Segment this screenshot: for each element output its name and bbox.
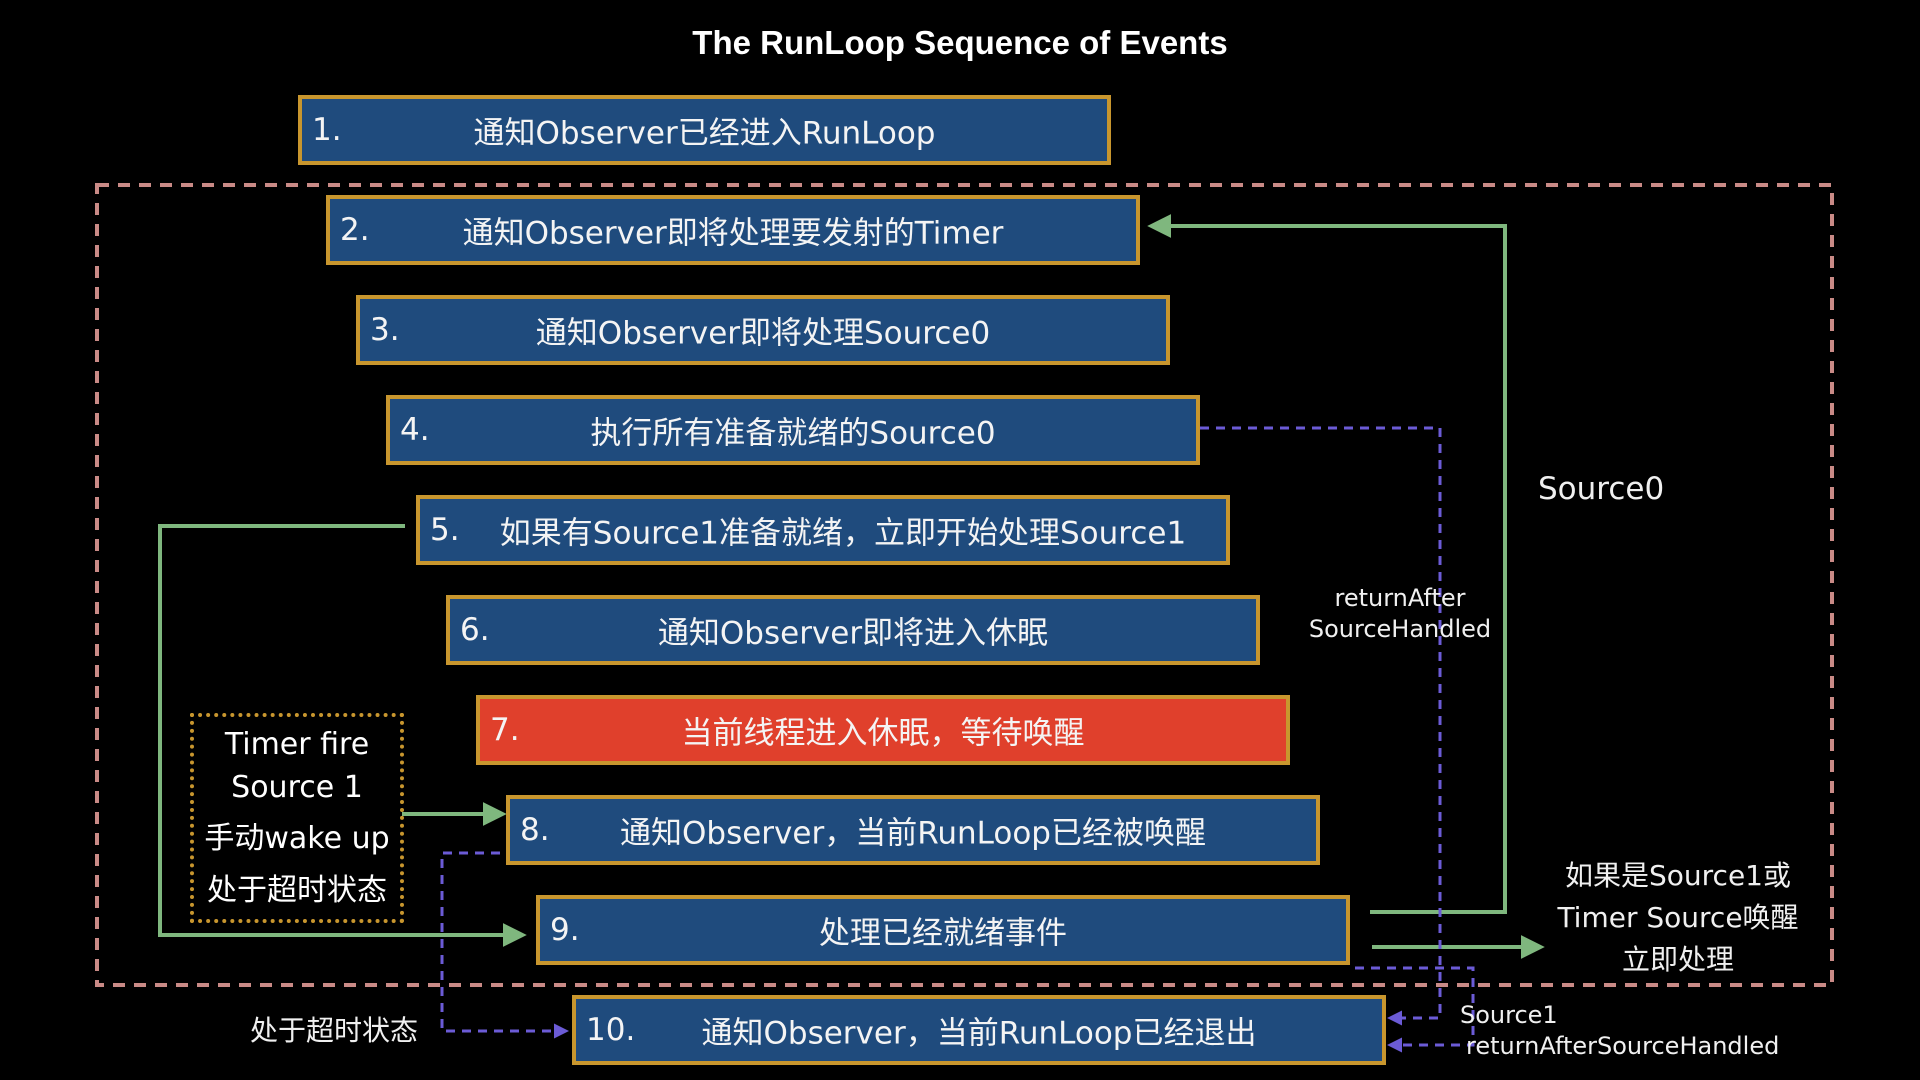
trigger-manual: 手动wake up <box>204 821 390 856</box>
timeout-exit-path <box>440 851 569 1039</box>
step-number: 1. <box>312 112 342 148</box>
step-number: 2. <box>340 212 370 248</box>
step-4: 4. 执行所有准备就绪的Source0 <box>386 395 1200 465</box>
step-number: 6. <box>460 612 490 648</box>
source0-exit-path <box>1200 426 1442 1026</box>
trigger-timer: Timer fire <box>224 727 370 762</box>
step-text: 如果有Source1准备就绪，立即开始处理Source1 <box>499 515 1187 552</box>
step-number: 10. <box>586 1012 636 1048</box>
return-after-label: returnAfter SourceHandled <box>1300 583 1500 644</box>
step-7: 7. 当前线程进入休眠，等待唤醒 <box>476 695 1290 765</box>
loop-back-arrow <box>1147 214 1507 914</box>
trigger-timeout: 处于超时状态 <box>207 873 387 908</box>
loop-boundary <box>95 183 1834 987</box>
step-text: 通知Observer，当前RunLoop已经退出 <box>701 1015 1257 1052</box>
step-number: 7. <box>490 712 520 748</box>
source1-exit-line-1: Source1 <box>1460 1001 1558 1029</box>
step-10: 10. 通知Observer，当前RunLoop已经退出 <box>572 995 1386 1065</box>
source0-label: Source0 <box>1538 471 1665 507</box>
timeout-label: 处于超时状态 <box>250 1014 419 1047</box>
step-number: 9. <box>550 912 580 948</box>
step-5: 5. 如果有Source1准备就绪，立即开始处理Source1 <box>416 495 1230 565</box>
source1-timer-label: 如果是Source1或 Timer Source唤醒 立即处理 <box>1548 855 1808 981</box>
step-text: 通知Observer即将处理要发射的Timer <box>462 215 1004 252</box>
step-number: 5. <box>430 512 460 548</box>
source1-timer-line-1: 如果是Source1或 <box>1565 859 1791 892</box>
source1-timer-line-3: 立即处理 <box>1621 943 1734 976</box>
step-text: 当前线程进入休眠，等待唤醒 <box>681 715 1085 752</box>
step-text: 通知Observer已经进入RunLoop <box>473 115 936 152</box>
step-number: 4. <box>400 412 430 448</box>
step-1: 1. 通知Observer已经进入RunLoop <box>298 95 1111 165</box>
source1-timer-line-2: Timer Source唤醒 <box>1557 901 1799 934</box>
step-number: 8. <box>520 812 550 848</box>
step-2: 2. 通知Observer即将处理要发射的Timer <box>326 195 1140 265</box>
diagram-title: The RunLoop Sequence of Events <box>692 24 1228 61</box>
source1-to-handle-arrow <box>158 524 527 947</box>
trigger-source1: Source 1 <box>231 770 363 805</box>
step-9: 9. 处理已经就绪事件 <box>536 895 1350 965</box>
step-text: 通知Observer即将进入休眠 <box>657 615 1049 652</box>
wake-trigger-box: Timer fire Source 1 手动wake up 处于超时状态 <box>190 713 404 923</box>
step-text: 执行所有准备就绪的Source0 <box>590 415 996 452</box>
step-3: 3. 通知Observer即将处理Source0 <box>356 295 1170 365</box>
step-6: 6. 通知Observer即将进入休眠 <box>446 595 1260 665</box>
source1-exit-label: Source1 returnAfterSourceHandled <box>1460 1000 1779 1061</box>
return-after-line-2: SourceHandled <box>1308 614 1492 643</box>
step-text: 处理已经就绪事件 <box>819 915 1067 952</box>
step-text: 通知Observer，当前RunLoop已经被唤醒 <box>620 815 1206 852</box>
source1-exit-line-2: returnAfterSourceHandled <box>1466 1031 1780 1060</box>
return-after-line-1: returnAfter <box>1334 584 1466 612</box>
step-8: 8. 通知Observer，当前RunLoop已经被唤醒 <box>506 795 1320 865</box>
step-text: 通知Observer即将处理Source0 <box>535 315 991 352</box>
step-number: 3. <box>370 312 400 348</box>
